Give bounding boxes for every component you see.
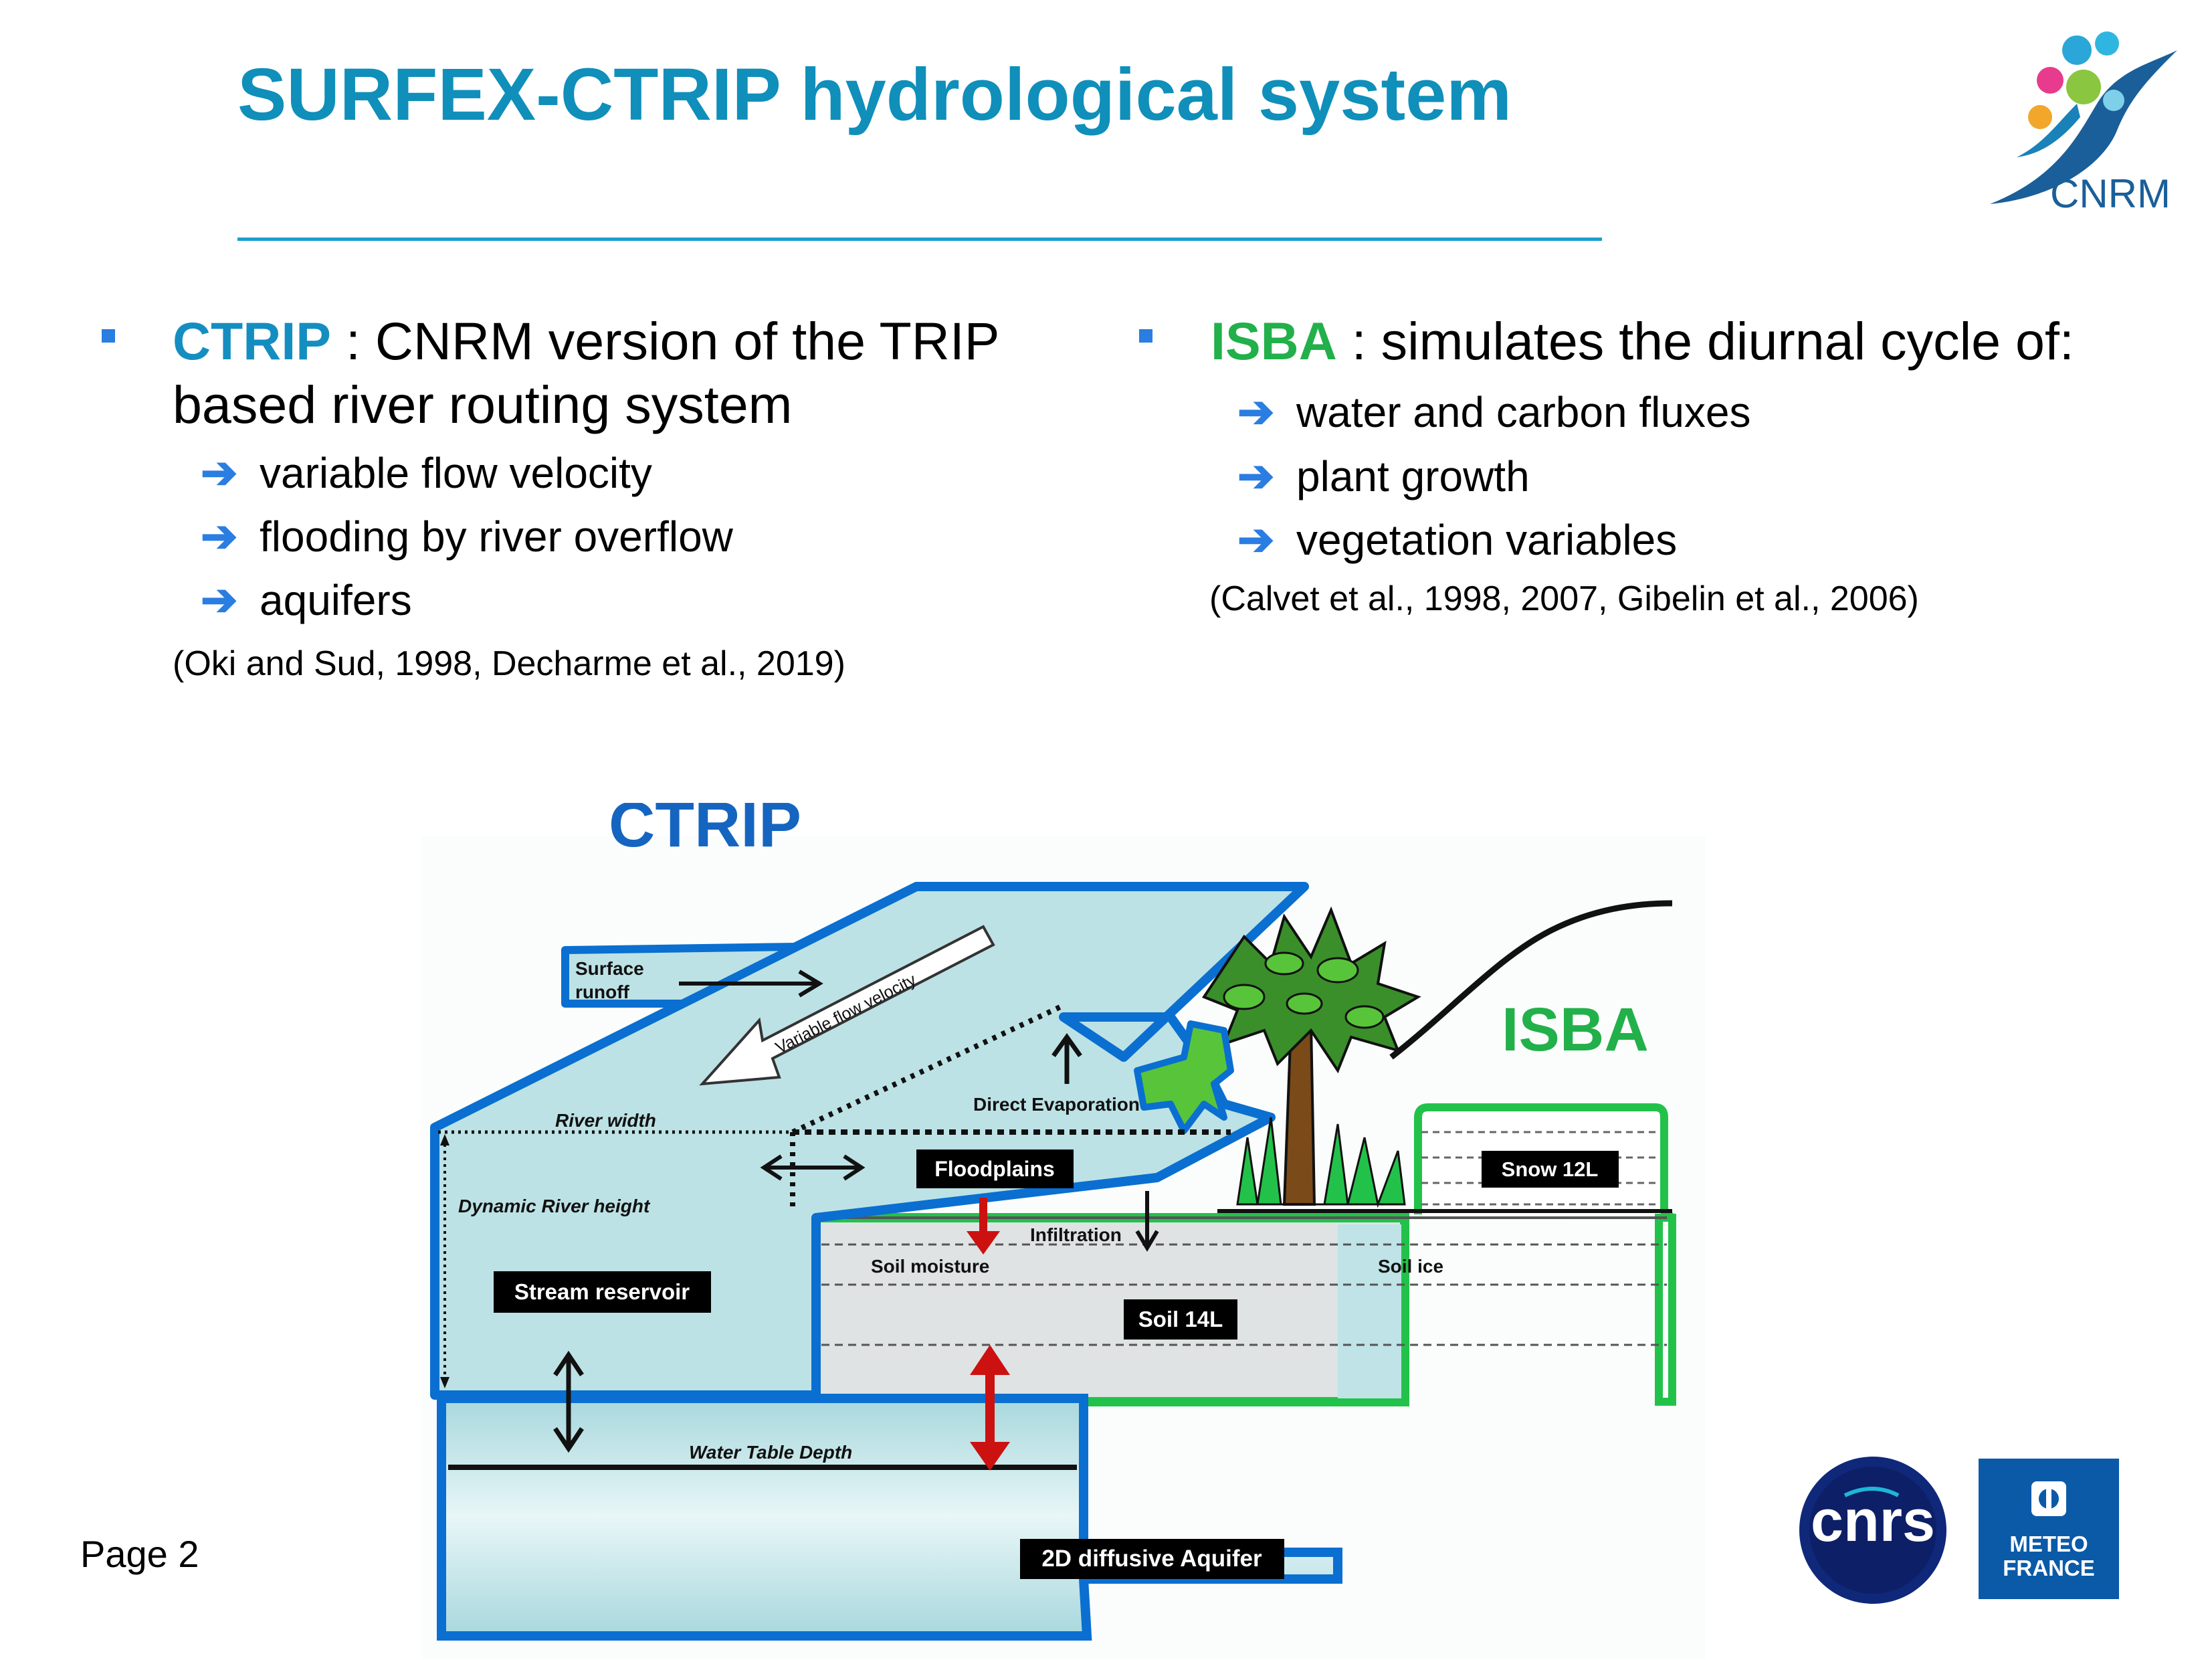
slide-title: SURFEX-CTRIP hydrological system: [237, 54, 1512, 136]
list-item: ➔flooding by river overflow: [201, 511, 733, 561]
river-width-label: River width: [555, 1110, 656, 1131]
list-item: ➔water and carbon fluxes: [1237, 387, 1751, 436]
arrow-right-icon: ➔: [201, 511, 238, 561]
grass: [1236, 1117, 1406, 1208]
svg-text:runoff: runoff: [575, 982, 630, 1002]
list-item: ➔aquifers: [201, 575, 412, 624]
isba-reference: (Calvet et al., 1998, 2007, Gibelin et a…: [1209, 579, 1919, 618]
stream-reservoir-tag: [494, 1271, 711, 1313]
france-text: FRANCE: [2003, 1556, 2095, 1580]
cnrs-logo: cnrs: [1799, 1457, 1946, 1604]
list-item: ➔variable flow velocity: [201, 448, 652, 497]
meteo-emblem-icon: [2031, 1481, 2066, 1516]
arrow-right-icon: ➔: [1237, 515, 1275, 564]
ctrip-reference: (Oki and Sud, 1998, Decharme et al., 201…: [173, 644, 845, 683]
ctrip-diagram-label: CTRIP: [609, 803, 801, 860]
soil-tag: [1124, 1299, 1237, 1340]
svg-text:2D diffusive Aquifer: 2D diffusive Aquifer: [1041, 1546, 1262, 1572]
ctrip-keyword: CTRIP: [173, 311, 331, 371]
ctrip-text: : CNRM version of the TRIP based river r…: [173, 311, 999, 434]
svg-text:Stream reservoir: Stream reservoir: [514, 1279, 690, 1304]
isba-keyword: ISBA: [1211, 311, 1337, 371]
arrow-right-icon: ➔: [1237, 387, 1275, 436]
svg-text:Snow 12L: Snow 12L: [1502, 1158, 1599, 1181]
arrow-right-icon: ➔: [201, 448, 238, 497]
floodplains-tag: [916, 1149, 1074, 1188]
aquifer-tag: [1020, 1539, 1284, 1579]
hydrology-diagram: Variable flow velocity CTRIP ISBA Surfac…: [421, 803, 1706, 1659]
isba-diagram-label: ISBA: [1502, 996, 1649, 1064]
page-number: Page 2: [80, 1533, 199, 1575]
snow-tag: [1482, 1151, 1619, 1188]
isba-text: : simulates the diurnal cycle of:: [1336, 311, 2074, 371]
surface-runoff-label: Surface: [575, 958, 644, 979]
soil-ice-label: Soil ice: [1378, 1256, 1443, 1277]
svg-text:Floodplains: Floodplains: [934, 1157, 1055, 1181]
list-item: ➔vegetation variables: [1237, 515, 1678, 564]
surface-runoff-box: [561, 943, 800, 1008]
tree-foliage: [1201, 906, 1421, 1074]
river-height-label: Dynamic River height: [458, 1196, 651, 1216]
cnrm-logo: CNRM: [1990, 31, 2177, 216]
soil-moisture-label: Soil moisture: [871, 1256, 989, 1277]
meteo-text: METEO: [2009, 1532, 2088, 1556]
ctrip-description: CTRIP : CNRM version of the TRIP based r…: [173, 309, 1042, 436]
arrow-right-icon: ➔: [201, 575, 238, 624]
water-table-label: Water Table Depth: [689, 1442, 852, 1463]
bullet-square: [102, 329, 115, 343]
cnrm-logo-text: CNRM: [2050, 171, 2171, 216]
list-item: ➔plant growth: [1237, 451, 1530, 500]
direct-evaporation-label: Direct Evaporation: [973, 1094, 1140, 1115]
title-rule: [237, 238, 1602, 241]
hillslope-line: [1389, 900, 1673, 1060]
cnrs-logo-text: cnrs: [1811, 1487, 1935, 1554]
red-arrow-down: [967, 1231, 1000, 1255]
arrow-right-icon: ➔: [1237, 451, 1275, 500]
bullet-square: [1139, 329, 1152, 343]
meteo-france-logo: METEO FRANCE: [1979, 1459, 2119, 1599]
infiltration-label: Infiltration: [1030, 1224, 1122, 1245]
svg-text:Soil 14L: Soil 14L: [1138, 1307, 1223, 1331]
isba-description: ISBA : simulates the diurnal cycle of:: [1211, 309, 2074, 373]
